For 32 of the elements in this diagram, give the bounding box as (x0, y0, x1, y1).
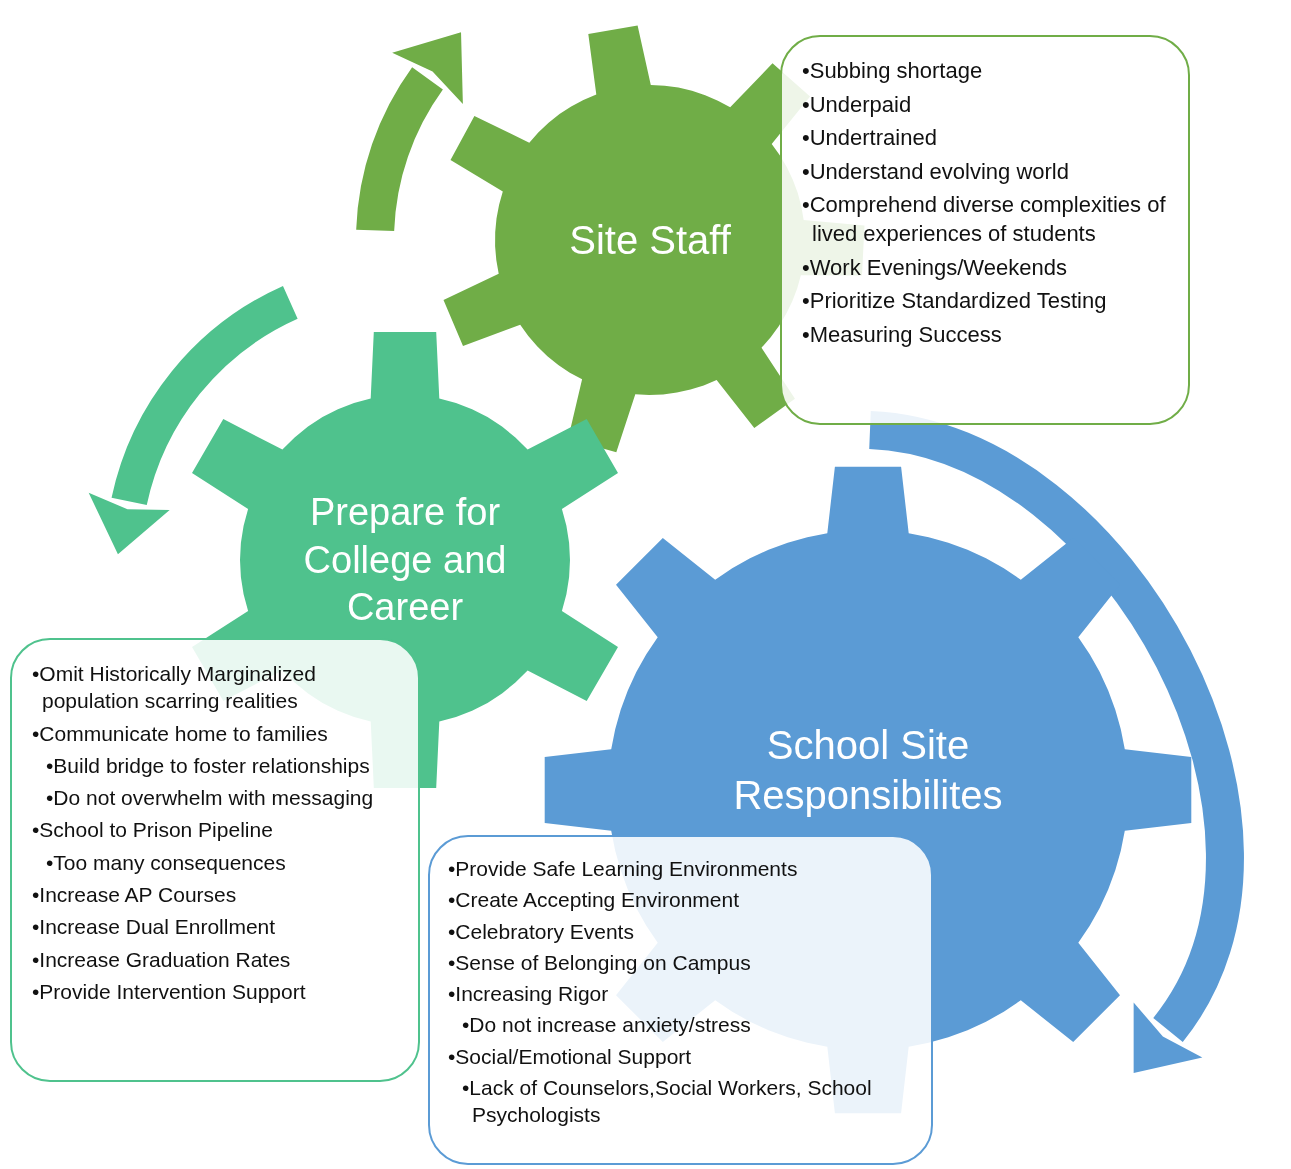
list-item: •Increase AP Courses (32, 882, 238, 909)
list-item: •Create Accepting Environment (448, 887, 740, 914)
list-item: •Subbing shortage (802, 57, 984, 85)
bullet-list-card (780, 35, 1190, 425)
list-item: •Lack of Counselors,Social Workers, School Psychologists (462, 1075, 873, 1129)
list-item: •Work Evenings/Weekends (802, 253, 1068, 282)
gear-label: Site Staff (568, 217, 732, 264)
list-item: •Provide Safe Learning Environments (448, 856, 799, 882)
list-item: •Prioritize Standardized Testing (802, 287, 1108, 316)
list-item: •Undertrained (802, 124, 938, 153)
list-item: •Provide Intervention Support (32, 978, 307, 1005)
list-item: •Do not overwhelm with messaging (46, 785, 375, 812)
gear-label: School Site Responsibilites (732, 722, 1004, 819)
list-item: •Too many consequences (46, 849, 287, 876)
list-item: •School to Prison Pipeline (32, 817, 274, 844)
list-item: •Understand evolving world (802, 157, 1070, 186)
list-item: •Social/Emotional Support (448, 1043, 693, 1070)
list-item: •Do not increase anxiety/stress (462, 1012, 752, 1039)
list-item: •Celebratory Events (448, 918, 635, 945)
list-item: •Measuring Success (802, 320, 1003, 349)
list-item: •Increasing Rigor (448, 981, 610, 1008)
bullet-list-card (428, 835, 933, 1165)
bullet-list-card (10, 638, 420, 1082)
list-item: •Increase Dual Enrollment (32, 914, 277, 941)
list-item: •Build bridge to foster relationships (46, 752, 371, 779)
list-item: •Omit Historically Marginalized population scarring realities (32, 661, 317, 715)
list-item: •Increase Graduation Rates (32, 946, 292, 973)
gear-label: Prepare for College and Career (302, 489, 508, 630)
list-item: •Comprehend diverse complexities of lived experiences of students (802, 191, 1167, 248)
list-item: •Underpaid (802, 90, 913, 119)
list-item: •Communicate home to families (32, 720, 329, 747)
list-item: •Sense of Belonging on Campus (448, 949, 752, 976)
